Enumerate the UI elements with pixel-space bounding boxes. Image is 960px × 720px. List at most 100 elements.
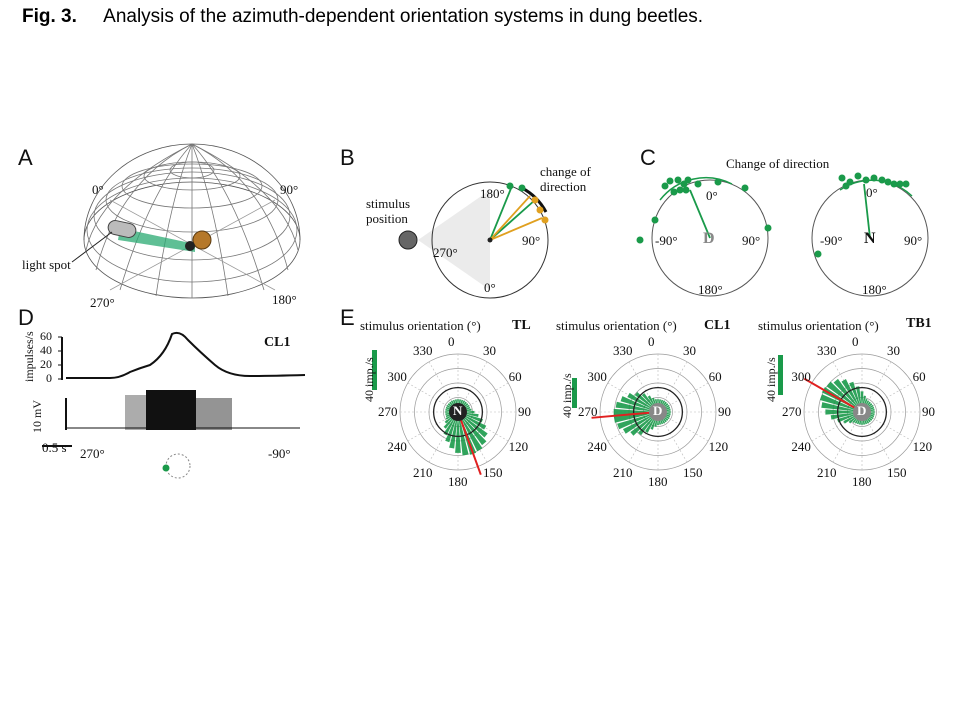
rose-bar [622,412,658,434]
c-right-deg-180: 180° [862,282,887,297]
c-left-deg-180: 180° [698,282,723,297]
rose-bar [620,396,658,412]
beetle-icon [649,403,667,421]
polar-angle-label: 300 [791,369,811,384]
beetle-ball-icon [192,230,212,250]
polar-angle-label: 0 [648,334,655,349]
figure-title: Analysis of the azimuth-dependent orient… [103,6,704,27]
scale-bar-3 [778,355,783,395]
polar-angle-label: 210 [613,464,633,480]
polar-angle-label: 60 [508,369,522,384]
polar-beetle-label: D [857,403,867,418]
polar-angle-label: 60 [708,369,722,384]
e2-scale-label: 40 imp./s [560,373,574,418]
polar-angle-label: 120 [508,439,529,454]
e2-cell: CL1 [704,318,731,333]
d-scale-mv: 10 mV [30,400,44,433]
rose-bar [613,412,658,423]
polar-angle-label: 210 [413,464,433,480]
polar-angle-label: 60 [912,369,926,384]
polar-angle-label: 30 [887,343,900,359]
light-spot-pointer [71,231,113,263]
polar-angle-label: 300 [587,369,607,384]
c-right-beetle-icon: N [864,230,876,247]
polar-angle-label: 180 [648,474,668,489]
b-deg-0: 0° [484,280,496,295]
a-deg-0: 0° [92,182,104,197]
d-tick-20: 20 [40,357,52,371]
preferred-direction-line [591,411,659,419]
polar-plot-1 [399,353,517,476]
panel-b-circle [398,181,549,299]
rose-bar [617,412,658,430]
polar-angle-label: 240 [587,439,607,454]
polar-angle-label: 90 [718,404,731,419]
rose-bar [458,412,469,456]
d-ylabel: impulses/s [22,331,36,382]
polar-angle-label: 150 [683,464,703,480]
rose-bar [819,394,862,412]
e1-cell: TL [512,318,531,333]
polar-angle-label: 270 [578,404,598,419]
preferred-direction-line [457,411,482,476]
d-scale-s: 0.5 s [42,440,67,455]
polar-angle-label: 330 [613,343,633,359]
light-beam [118,228,195,252]
polar-angle-label: 240 [791,439,811,454]
polar-plot-2 [591,353,717,471]
polar-plot-3 [803,353,921,471]
d-tick-60: 60 [40,329,52,343]
polar-angle-label: 240 [387,439,407,454]
e1-title: stimulus orientation (°) [360,318,481,333]
b-deg-270: 270° [433,245,458,260]
c-left-deg-0: 0° [706,188,718,203]
c-left-beetle-icon: D [703,230,715,247]
d-deg-left: 270° [80,446,105,461]
e1-scale-label: 40 imp./s [362,357,376,402]
rose-bar [841,379,862,412]
rose-bar [821,402,862,412]
polar-angle-label: 0 [852,334,859,349]
polar-angle-label: 210 [817,464,837,480]
panel-d-traces [42,331,306,479]
polar-angle-label: 180 [448,474,468,489]
panel-label-a: A [18,145,33,170]
scale-bar-1 [372,350,377,390]
scale-bar-2 [572,378,577,408]
rose-bar [630,412,658,436]
b-stimulus-position: stimulus position [366,196,411,226]
dome-arena [83,143,301,299]
polar-angle-label: 270 [378,404,398,419]
beetle-icon [853,403,871,421]
polar-angle-label: 90 [518,404,531,419]
polar-angle-label: 150 [483,464,503,480]
polar-angle-label: 90 [922,404,935,419]
d-tick-0: 0 [46,371,52,385]
c-left-deg-m90: -90° [655,233,678,248]
rose-bar [825,409,862,415]
e2-title: stimulus orientation (°) [556,318,677,333]
beetle-icon [449,403,467,421]
d-cell-name: CL1 [264,335,291,350]
c-right-deg-m90: -90° [820,233,843,248]
polar-angle-label: 330 [817,343,837,359]
rose-bar [458,412,488,438]
panel-label-d: D [18,305,34,330]
rose-bar [627,392,658,412]
a-light-spot-label: light spot [22,257,71,272]
b-change-of-direction: change of direction [540,164,591,194]
polar-angle-label: 120 [912,439,933,454]
e3-title: stimulus orientation (°) [758,318,879,333]
panel-e-polar-plots [399,353,921,476]
polar-angle-label: 270 [782,404,802,419]
preferred-direction-line [803,377,863,413]
figure-caption: Fig. 3. Analysis of the azimuth-dependen… [22,6,703,28]
a-deg-180: 180° [272,292,297,307]
polar-angle-label: 300 [387,369,407,384]
polar-angle-label: 30 [483,343,496,359]
rose-bar [455,412,461,453]
polar-beetle-label: N [453,403,463,418]
polar-angle-label: 0 [448,334,455,349]
rose-bar [458,412,483,452]
c-title: Change of direction [726,156,830,171]
